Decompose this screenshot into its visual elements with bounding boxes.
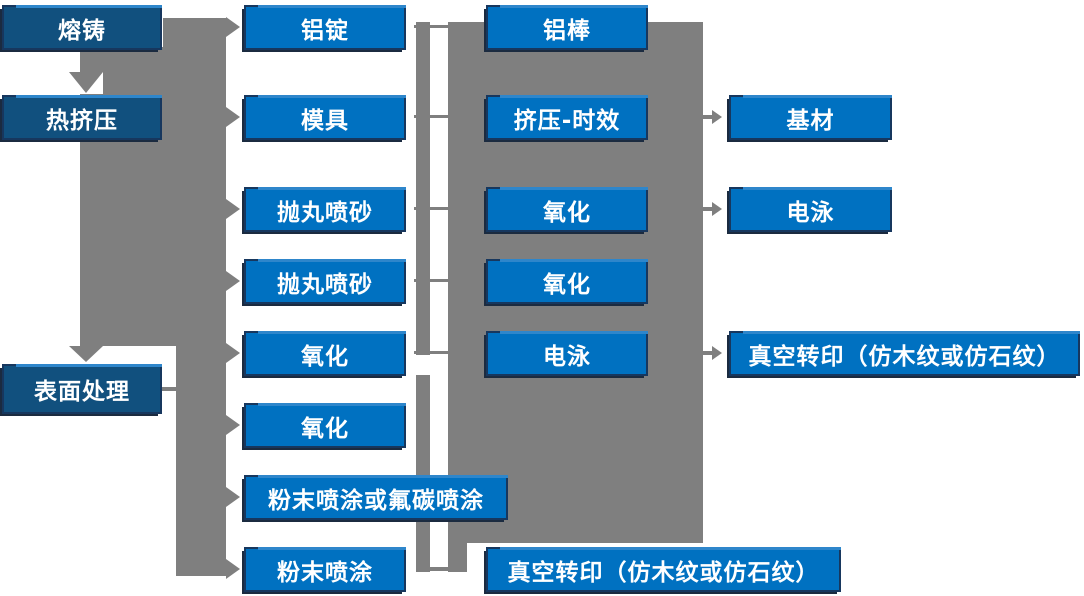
- collector-tick-row4: [414, 279, 448, 282]
- node-label: 氧化: [301, 415, 349, 442]
- arrow-to-powder-fluorocarbon-icon: [226, 487, 240, 507]
- node-label: 抛丸喷砂: [277, 271, 373, 298]
- node-label: 电泳: [543, 343, 591, 370]
- node-label: 热挤压: [46, 107, 118, 134]
- panel-bottom-stub: [448, 543, 467, 572]
- left-band-under-melting: [80, 47, 226, 72]
- node-label: 氧化: [301, 343, 349, 370]
- node-label: 抛丸喷砂: [277, 199, 373, 226]
- node-oxidation-prep-1: 氧化: [244, 331, 406, 376]
- node-label: 基材: [786, 107, 835, 134]
- collector-tick-row3: [414, 207, 448, 210]
- node-base-material: 基材: [729, 95, 892, 140]
- node-electrophoresis-a: 电泳: [486, 331, 648, 376]
- node-electrophoresis-b: 电泳: [729, 187, 892, 232]
- node-vacuum-transfer-right: 真空转印（仿木纹或仿石纹）: [729, 331, 1080, 376]
- arrow-stem-to-vacuum-transfer: [703, 351, 712, 355]
- node-label: 熔铸: [58, 17, 106, 44]
- node-label: 氧化: [543, 199, 591, 226]
- node-powder-or-fluorocarbon-coating: 粉末喷涂或氟碳喷涂: [244, 475, 508, 520]
- arrow-to-powder-coating-icon: [226, 559, 240, 579]
- node-mold: 模具: [244, 95, 406, 140]
- arrow-stem-to-base-material: [703, 115, 712, 119]
- node-label: 真空转印（仿木纹或仿石纹）: [507, 559, 820, 586]
- node-label: 模具: [301, 107, 349, 134]
- node-label: 铝棒: [543, 17, 591, 44]
- node-shot-blast-2: 抛丸喷砂: [244, 259, 406, 304]
- node-powder-coating: 粉末喷涂: [244, 547, 406, 592]
- node-label: 铝锭: [301, 17, 349, 44]
- arrow-to-electrophoresis-b-icon: [712, 202, 722, 216]
- node-label: 电泳: [786, 199, 835, 226]
- collector-tick-row5: [414, 351, 448, 354]
- arrow-to-oxidation-2-icon: [226, 415, 240, 435]
- arrow-to-vacuum-transfer-icon: [712, 346, 722, 360]
- node-oxidation-prep-2: 氧化: [244, 403, 406, 448]
- collector-bar-lower: [416, 375, 430, 572]
- node-label: 氧化: [543, 271, 591, 298]
- left-band-riser: [163, 18, 226, 48]
- node-vacuum-transfer-bottom: 真空转印（仿木纹或仿石纹）: [486, 547, 841, 592]
- left-band-lower: [176, 346, 226, 576]
- node-aluminum-rod: 铝棒: [486, 5, 648, 50]
- collector-bar-upper: [416, 22, 430, 355]
- node-shot-blast-1: 抛丸喷砂: [244, 187, 406, 232]
- arrow-to-mold-icon: [226, 107, 240, 127]
- arrow-stem-to-electrophoresis-b: [703, 207, 712, 211]
- collector-tick-row2: [414, 115, 448, 118]
- down-arrow-to-surface-treatment-icon: [69, 346, 103, 362]
- node-surface-treatment: 表面处理: [2, 364, 162, 414]
- arrow-to-oxidation-1-icon: [226, 343, 240, 363]
- left-band-notch-right: [103, 72, 226, 94]
- surface-treatment-stub: [160, 387, 176, 391]
- node-label: 挤压-时效: [513, 107, 621, 134]
- node-label: 粉末喷涂: [277, 559, 373, 586]
- arrow-to-shot-blast-2-icon: [226, 271, 240, 291]
- arrow-to-shot-blast-1-icon: [226, 199, 240, 219]
- node-oxidation-a-1: 氧化: [486, 187, 648, 232]
- arrow-to-base-material-icon: [712, 110, 722, 124]
- collector-tick-row1: [414, 25, 448, 28]
- node-melting-casting: 熔铸: [2, 5, 162, 50]
- node-aluminum-ingot: 铝锭: [244, 5, 406, 50]
- arrow-to-aluminum-ingot-icon: [226, 17, 240, 37]
- down-arrow-to-hot-extrusion-icon: [69, 72, 103, 93]
- collector-tick-bottom: [430, 567, 448, 571]
- node-label: 真空转印（仿木纹或仿石纹）: [748, 343, 1061, 370]
- node-extrusion-aging: 挤压-时效: [486, 95, 648, 140]
- node-label: 表面处理: [34, 379, 130, 405]
- node-label: 粉末喷涂或氟碳喷涂: [268, 487, 484, 514]
- node-hot-extrusion: 热挤压: [2, 95, 162, 140]
- node-oxidation-a-2: 氧化: [486, 259, 648, 304]
